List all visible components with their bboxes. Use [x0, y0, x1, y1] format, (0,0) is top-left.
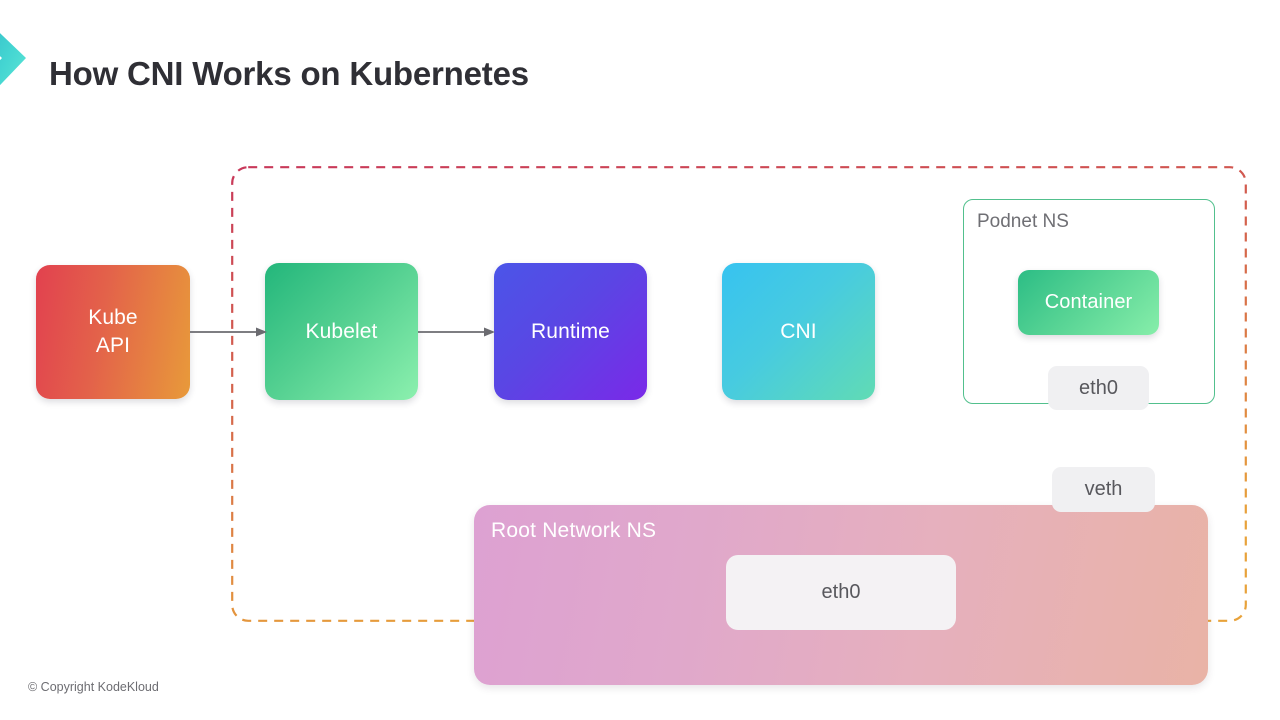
interface-root-eth0-label: eth0: [821, 581, 861, 603]
box-runtime[interactable]: Runtime: [494, 263, 647, 400]
interface-podnet-eth0[interactable]: eth0: [1048, 366, 1149, 410]
box-kube-api-label-line1: Kube: [88, 306, 138, 330]
box-container[interactable]: Container: [1018, 270, 1159, 335]
interface-veth[interactable]: veth: [1052, 467, 1155, 512]
box-kube-api-label-line2: API: [95, 334, 131, 357]
box-container-label: Container: [1044, 291, 1133, 314]
kodekloud-chevron-icon: [0, 12, 48, 108]
box-cni[interactable]: CNI: [722, 263, 875, 400]
copyright-footer: © Copyright KodeKloud: [28, 680, 159, 694]
root-network-namespace-label: Root Network NS: [491, 519, 657, 542]
box-cni-label: CNI: [780, 319, 817, 343]
arrow-kube-api-to-kubelet: [190, 325, 268, 339]
podnet-namespace-label: Podnet NS: [977, 211, 1069, 232]
box-kube-api[interactable]: Kube API: [36, 265, 190, 399]
interface-veth-label: veth: [1084, 478, 1123, 500]
interface-root-eth0[interactable]: eth0: [726, 555, 956, 630]
interface-podnet-eth0-label: eth0: [1079, 376, 1118, 399]
box-kubelet[interactable]: Kubelet: [265, 263, 418, 400]
box-kubelet-label: Kubelet: [305, 319, 378, 343]
box-kube-api-label: Kube API: [88, 304, 137, 359]
arrow-kubelet-to-runtime: [418, 325, 496, 339]
page-title: How CNI Works on Kubernetes: [49, 55, 529, 92]
box-runtime-label: Runtime: [531, 319, 610, 343]
